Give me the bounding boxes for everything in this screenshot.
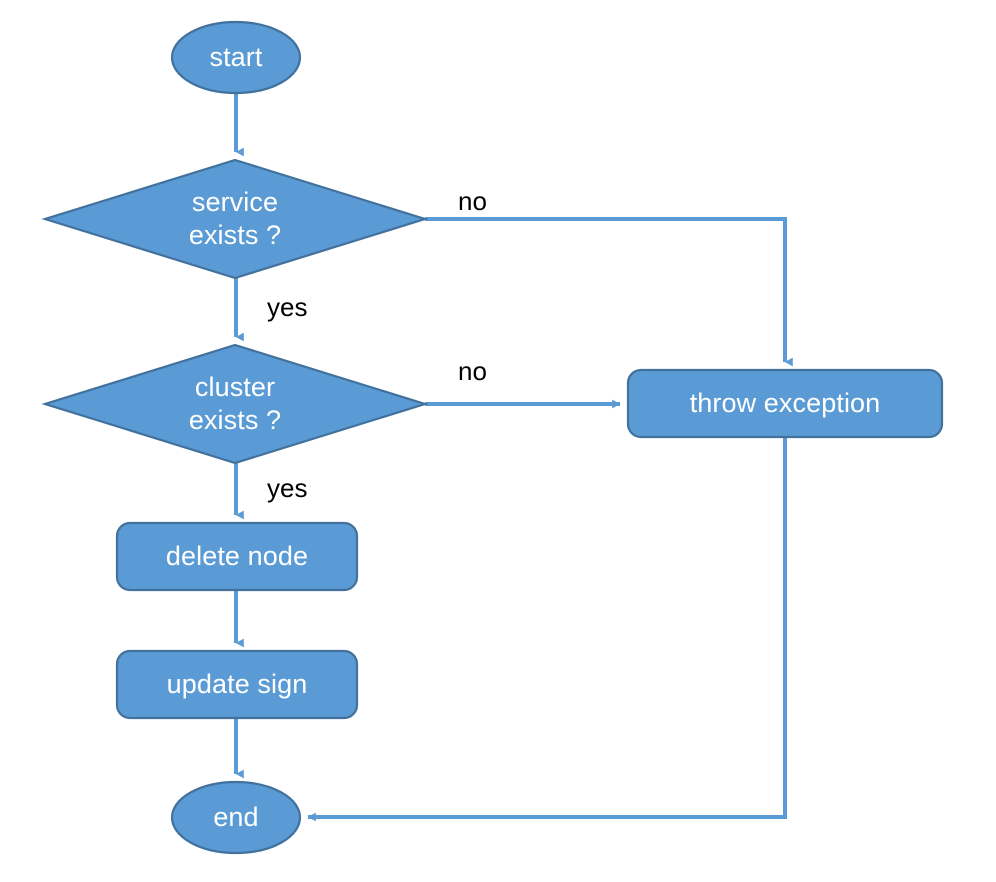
edge-service-no-to-throw (425, 217, 793, 367)
node-end[interactable] (170, 780, 302, 855)
node-start[interactable] (170, 20, 302, 95)
node-update-sign[interactable] (115, 649, 359, 720)
edge-throw-to-end (307, 437, 787, 822)
node-throw-exception[interactable] (626, 368, 944, 439)
node-service-exists[interactable] (41, 158, 429, 280)
node-cluster-exists[interactable] (41, 343, 429, 465)
node-delete-node[interactable] (115, 521, 359, 592)
